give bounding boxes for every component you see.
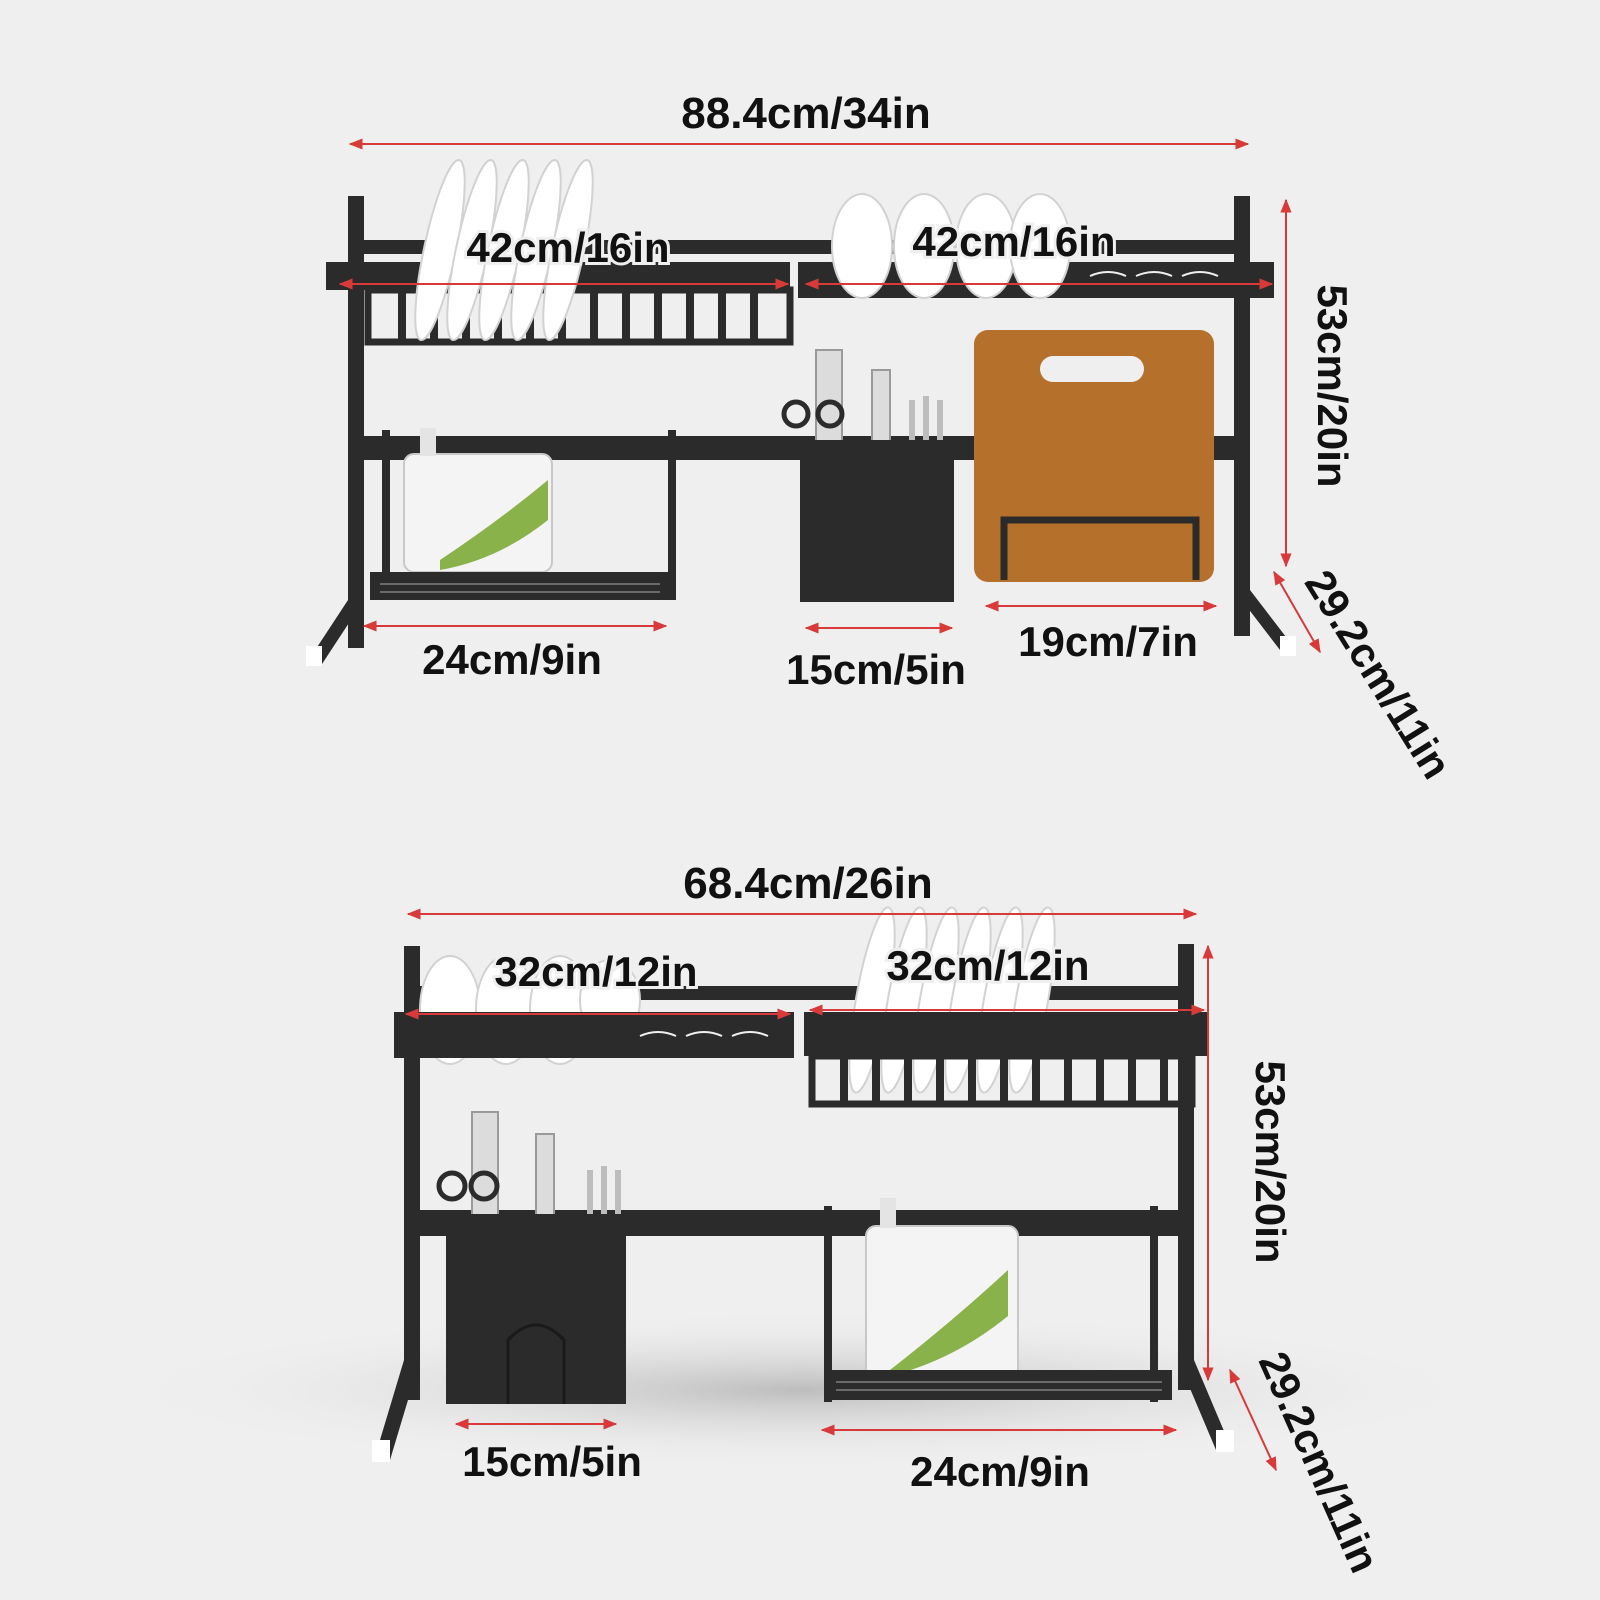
bottom-basket-label: 24cm/9in [910,1448,1090,1495]
top-utensil-label: 15cm/5in [786,646,966,693]
top-dimension-lines [338,138,1321,654]
top-right-shelf-label: 42cm/16in [912,218,1115,265]
bottom-utensil-label: 15cm/5in [462,1438,642,1485]
bottom-soap-basket [824,1198,1172,1402]
left-post [404,946,420,1400]
bottom-rack-illustration [372,906,1234,1462]
left-foot-cap [306,646,322,666]
top-height-label: 53cm/20in [1309,284,1356,487]
left-post [348,196,364,648]
right-foot [1178,1360,1232,1450]
right-foot-cap [1280,636,1296,656]
bottom-dimension-lines [404,908,1277,1472]
dim-top-depth [1273,570,1321,654]
top-left-shelf-label: 42cm/16in [466,224,669,271]
top-rack-illustration [306,158,1296,666]
top-board-label: 19cm/7in [1018,618,1198,665]
right-post [1234,196,1250,636]
left-foot [374,1360,420,1460]
top-overall-width-label: 88.4cm/34in [681,89,931,138]
top-cutting-board [974,330,1214,582]
bottom-overall-width-label: 68.4cm/26in [683,859,933,908]
right-foot-cap [1216,1430,1234,1452]
top-basket-label: 24cm/9in [422,636,602,683]
bottom-height-label: 53cm/20in [1247,1060,1294,1263]
left-foot-cap [372,1440,390,1462]
dim-bottom-depth [1229,1368,1277,1472]
top-left-dish-shelf [326,158,794,346]
bottom-right-shelf-label: 32cm/12in [886,942,1089,989]
top-soap-basket [370,428,676,600]
bottom-utensil-holder [436,1111,626,1404]
bottom-left-shelf-label: 32cm/12in [494,948,697,995]
top-utensil-holder [781,349,954,602]
bottom-right-dish-shelf [804,906,1208,1108]
